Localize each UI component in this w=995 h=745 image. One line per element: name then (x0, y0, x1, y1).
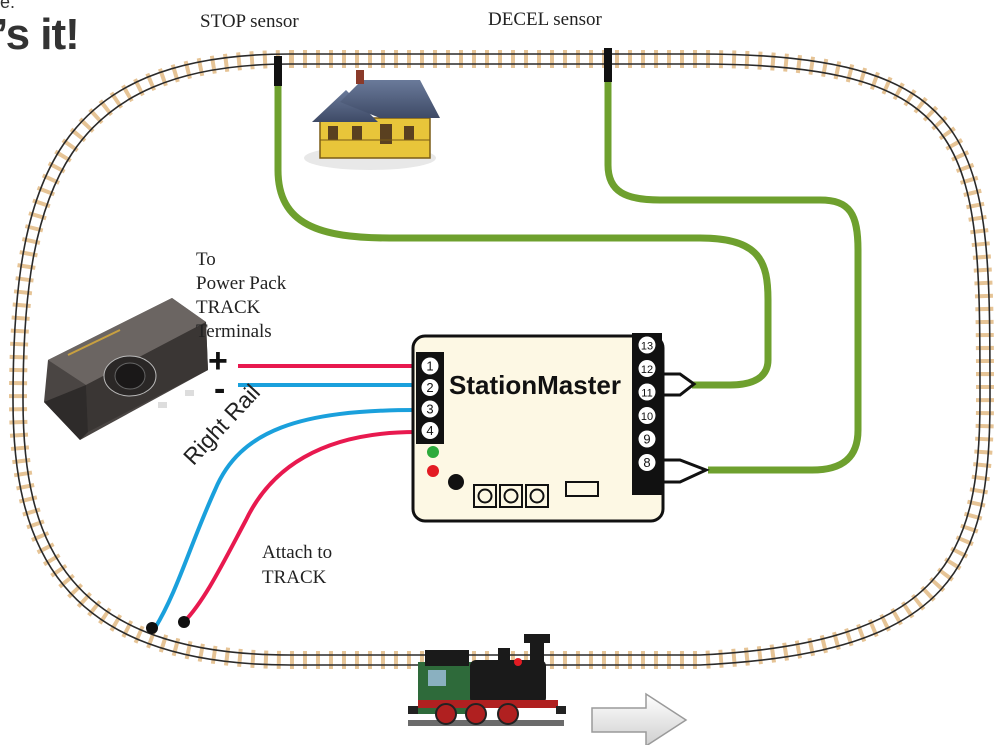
left-rail-red-wire (182, 430, 417, 624)
attach-label-line2: TRACK (262, 567, 327, 588)
left-terminal-pin-3 (421, 400, 439, 418)
right-terminal-pin-9 (638, 430, 656, 448)
right-terminal-label-13: 13 (641, 341, 653, 353)
stop-sensor-label: STOP sensor (200, 11, 299, 32)
power-pack-to-label: To (196, 249, 216, 270)
left-terminal-pin-4 (421, 422, 439, 439)
right-terminal-label-10: 10 (641, 411, 653, 423)
plus-symbol: + (208, 342, 228, 380)
stop-sensor-wire (274, 86, 772, 389)
right-terminal-label-8: 8 (643, 455, 650, 470)
decel-wire-fork (662, 458, 710, 484)
minus-symbol: - (214, 370, 226, 408)
track-rail-outer (12, 53, 991, 666)
heading-fragment-top: e. (0, 0, 16, 12)
rail-contact-red (178, 616, 190, 628)
status-led-green (427, 446, 439, 458)
track-rail-inner (22, 63, 981, 656)
power-pack-label-line2: TRACK (196, 297, 261, 318)
left-terminal-label-3: 3 (426, 402, 433, 417)
left-terminal-pin-2 (421, 379, 439, 396)
direction-arrow-icon (591, 692, 688, 745)
decel-sensor-wire (604, 82, 862, 474)
stop-sensor-mark (274, 56, 282, 86)
dip-switches (473, 484, 549, 508)
right-terminal-pin-12 (638, 360, 656, 377)
right-terminal-label-11: 11 (641, 388, 652, 400)
station-house-image (304, 70, 440, 170)
rail-contact-blue (146, 622, 158, 634)
decel-sensor-label: DECEL sensor (488, 9, 602, 30)
locomotive-image (408, 634, 566, 726)
right-rail-blue-wire (153, 408, 417, 630)
power-pack-label-line3: Terminals (196, 321, 272, 342)
track-loop (8, 50, 995, 669)
right-terminal-pin-11 (638, 383, 656, 401)
program-button (448, 474, 464, 490)
stationmaster-title: StationMaster (449, 370, 621, 400)
decel-sensor-mark (604, 48, 612, 82)
power-pack-label-line1: Power Pack (196, 273, 287, 294)
right-terminal-label-9: 9 (643, 432, 650, 447)
page-headline: ’s it! (0, 10, 80, 59)
left-terminal-label-1: 1 (426, 359, 433, 374)
left-terminal-pin-1 (421, 357, 439, 375)
usb-port (565, 481, 599, 497)
right-terminal-pin-10 (638, 407, 656, 424)
status-led-red (427, 465, 439, 477)
attach-label-line1: Attach to (262, 542, 333, 563)
right-terminal-pin-13 (638, 336, 656, 354)
stop-wire-fork (662, 372, 697, 397)
left-terminal-label-4: 4 (426, 423, 433, 438)
right-terminal-label-12: 12 (641, 364, 653, 376)
power-pack-image (44, 298, 208, 440)
right-terminal-pin-8 (638, 454, 656, 471)
left-terminal-label-2: 2 (426, 380, 433, 395)
